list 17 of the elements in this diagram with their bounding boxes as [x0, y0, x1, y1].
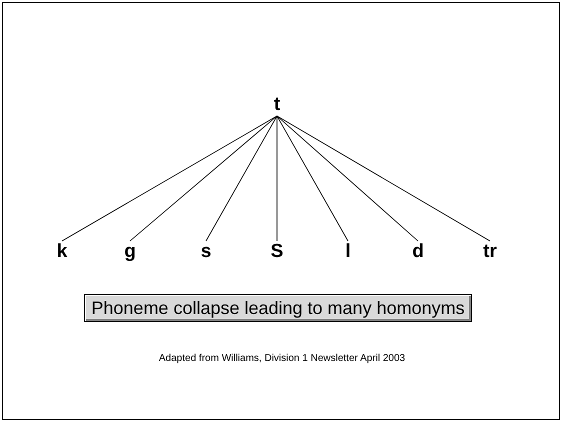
connector-line — [206, 116, 278, 242]
text-box: Phoneme collapse leading to many homonyms — [84, 294, 472, 322]
connector-line — [130, 116, 278, 242]
phoneme-label: l — [345, 241, 351, 263]
phoneme-label: t — [274, 94, 280, 116]
connector-line — [276, 116, 278, 242]
connector-line — [62, 116, 278, 242]
phoneme-label: g — [124, 241, 136, 263]
phoneme-label: s — [200, 241, 212, 263]
phoneme-label: S — [270, 241, 284, 263]
connector-line — [276, 116, 348, 242]
connector-line — [276, 116, 490, 242]
connector-line — [276, 116, 418, 242]
phoneme-label: k — [56, 241, 68, 263]
phoneme-label: tr — [483, 241, 497, 263]
phoneme-label: d — [412, 241, 424, 263]
caption: Adapted from Williams, Division 1 Newsletter April 2003 — [158, 353, 406, 364]
